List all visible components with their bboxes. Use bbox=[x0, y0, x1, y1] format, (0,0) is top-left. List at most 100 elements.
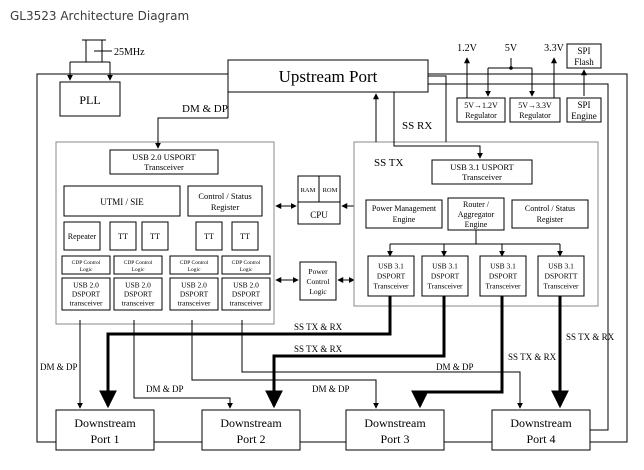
svg-text:DSPORT: DSPORT bbox=[489, 272, 518, 281]
svg-text:Flash: Flash bbox=[574, 57, 594, 67]
dm-dp-port1-label: DM & DP bbox=[40, 362, 78, 372]
upstream-port-label: Upstream Port bbox=[279, 67, 378, 86]
svg-text:transceiver: transceiver bbox=[122, 299, 155, 308]
tt-block-3: TT bbox=[195, 221, 223, 251]
ram-label: RAM bbox=[301, 187, 316, 194]
pll-label: PLL bbox=[79, 93, 100, 107]
svg-text:CDP Control: CDP Control bbox=[232, 260, 261, 266]
svg-text:TT: TT bbox=[204, 232, 214, 241]
svg-text:Engine: Engine bbox=[393, 215, 416, 224]
utmi-sie-block: UTMI / SIE bbox=[63, 185, 181, 217]
svg-text:USB 3.1: USB 3.1 bbox=[378, 262, 404, 271]
pll-block bbox=[59, 81, 121, 117]
svg-text:SPI: SPI bbox=[577, 100, 590, 110]
regulator-1v2: 5V→1.2V Regulator bbox=[456, 97, 506, 123]
ss-txrx-port1-label: SS TX & RX bbox=[294, 322, 343, 332]
svg-text:USB 2.0 USPORT: USB 2.0 USPORT bbox=[132, 152, 196, 162]
usb31-control-status-register: Control / Status Register bbox=[511, 199, 589, 229]
svg-text:Logic: Logic bbox=[188, 267, 201, 273]
svg-text:USB 2.0: USB 2.0 bbox=[73, 281, 99, 290]
svg-text:DSPORT: DSPORT bbox=[232, 290, 261, 299]
svg-text:Logic: Logic bbox=[240, 267, 253, 273]
tt-block-4: TT bbox=[231, 221, 259, 251]
svg-text:Register: Register bbox=[211, 202, 239, 212]
ss-txrx-port4-label: SS TX & RX bbox=[566, 332, 615, 342]
usb2-usport-transceiver: USB 2.0 USPORT Transceiver bbox=[109, 149, 219, 175]
svg-text:USB 3.1: USB 3.1 bbox=[548, 262, 574, 271]
svg-text:Logic: Logic bbox=[80, 267, 93, 273]
svg-text:transceiver: transceiver bbox=[70, 299, 103, 308]
svg-text:DSPORT: DSPORT bbox=[124, 290, 153, 299]
svg-text:DSPORTT: DSPORTT bbox=[545, 272, 578, 281]
svg-text:TT: TT bbox=[118, 232, 128, 241]
rail-3v3-label: 3.3V bbox=[544, 43, 565, 54]
svg-text:Port 3: Port 3 bbox=[380, 432, 409, 446]
repeater-block: Repeater bbox=[63, 221, 101, 251]
crystal-frequency: 25MHz bbox=[114, 47, 145, 58]
svg-text:Aggregator: Aggregator bbox=[458, 210, 495, 219]
svg-text:Engine: Engine bbox=[465, 220, 488, 229]
svg-text:USB 3.1: USB 3.1 bbox=[432, 262, 458, 271]
svg-text:DSPORT: DSPORT bbox=[377, 272, 406, 281]
svg-text:Regulator: Regulator bbox=[465, 111, 497, 120]
svg-text:UTMI / SIE: UTMI / SIE bbox=[100, 197, 144, 207]
dm-dp-port3-label: DM & DP bbox=[312, 384, 350, 394]
svg-text:Regulator: Regulator bbox=[519, 111, 551, 120]
spi-flash-block: SPI Flash bbox=[566, 43, 602, 69]
tt-block-1: TT bbox=[109, 221, 137, 251]
svg-text:Downstream: Downstream bbox=[510, 416, 572, 430]
svg-text:Logic: Logic bbox=[132, 267, 145, 273]
power-management-engine: Power Management Engine bbox=[365, 199, 443, 229]
svg-text:5V→1.2V: 5V→1.2V bbox=[464, 101, 498, 110]
dm-dp-upstream-label: DM & DP bbox=[182, 103, 228, 115]
rail-1v2-label: 1.2V bbox=[457, 43, 478, 54]
svg-text:Power: Power bbox=[308, 267, 328, 276]
svg-text:transceiver: transceiver bbox=[178, 299, 211, 308]
upstream-port-block bbox=[227, 59, 429, 93]
rail-5v-label: 5V bbox=[505, 43, 518, 54]
regulator-3v3: 5V→3.3V Regulator bbox=[509, 97, 561, 123]
svg-text:Downstream: Downstream bbox=[74, 416, 136, 430]
svg-text:Power Management: Power Management bbox=[372, 204, 437, 213]
ss-txrx-port2-label: SS TX & RX bbox=[294, 344, 343, 354]
tt-block-2: TT bbox=[141, 221, 169, 251]
svg-text:USB 2.0: USB 2.0 bbox=[181, 281, 207, 290]
svg-text:Downstream: Downstream bbox=[364, 416, 426, 430]
svg-text:DSPORT: DSPORT bbox=[72, 290, 101, 299]
svg-text:Transceiver: Transceiver bbox=[462, 172, 502, 182]
svg-text:Router /: Router / bbox=[463, 200, 490, 209]
ss-tx-label: SS TX bbox=[374, 157, 404, 169]
diagram-title: GL3523 Architecture Diagram bbox=[10, 9, 190, 23]
power-control-logic: Power Control Logic bbox=[299, 261, 337, 301]
svg-text:Logic: Logic bbox=[309, 287, 327, 296]
svg-text:Repeater: Repeater bbox=[68, 232, 97, 241]
usb2-control-status-register: Control / Status Register bbox=[187, 185, 263, 217]
svg-text:Port 1: Port 1 bbox=[90, 432, 119, 446]
svg-text:SPI: SPI bbox=[577, 46, 590, 56]
svg-text:DSPORT: DSPORT bbox=[180, 290, 209, 299]
svg-text:CDP Control: CDP Control bbox=[180, 260, 209, 266]
spi-engine-block: SPI Engine bbox=[566, 97, 602, 123]
svg-text:Transceiver: Transceiver bbox=[144, 162, 184, 172]
ss-txrx-port3-label: SS TX & RX bbox=[508, 352, 557, 362]
svg-text:USB 2.0: USB 2.0 bbox=[125, 281, 151, 290]
ss-rx-label: SS RX bbox=[402, 120, 432, 132]
svg-text:USB 3.1 USPORT: USB 3.1 USPORT bbox=[450, 162, 514, 172]
svg-text:Engine: Engine bbox=[571, 111, 597, 121]
svg-text:CDP Control: CDP Control bbox=[124, 260, 153, 266]
router-aggregator-engine: Router / Aggregator Engine bbox=[447, 197, 505, 231]
svg-text:Port 4: Port 4 bbox=[526, 432, 555, 446]
